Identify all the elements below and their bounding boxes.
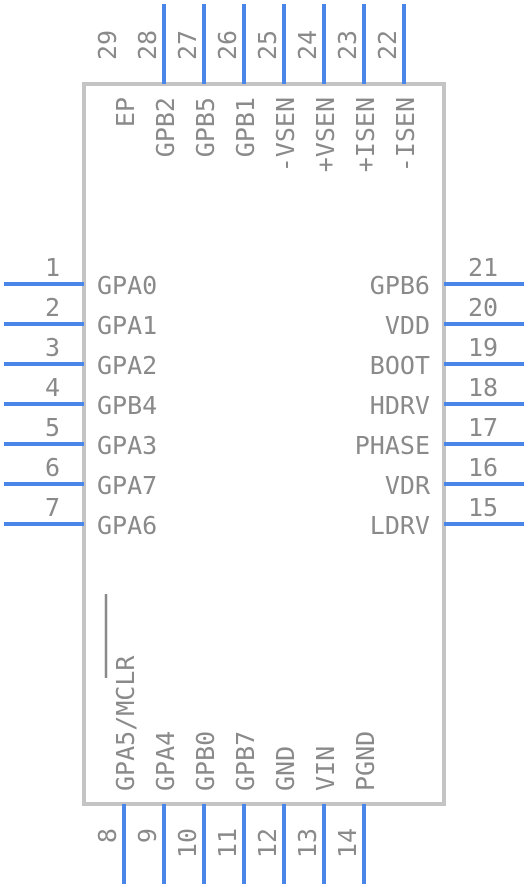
- pin-name-8: GPA5/MCLR: [111, 655, 140, 791]
- pin-name-3: GPA2: [97, 351, 157, 380]
- pin-name-13: VIN: [311, 746, 340, 791]
- pin-name-16: VDR: [385, 471, 431, 500]
- pin-name-27: GPB5: [191, 97, 220, 157]
- pin-number-25: 25: [253, 30, 282, 60]
- pin-number-26: 26: [213, 30, 242, 60]
- pin-name-26: GPB1: [231, 97, 260, 157]
- pin-number-14: 14: [333, 828, 362, 858]
- pin-name-12: GND: [271, 746, 300, 791]
- pin-name-14: PGND: [351, 731, 380, 791]
- pin-number-10: 10: [173, 828, 202, 858]
- pin-number-11: 11: [213, 828, 242, 858]
- pin-number-9: 9: [133, 828, 162, 843]
- pin-number-23: 23: [333, 30, 362, 60]
- pin-name-21: GPB6: [370, 271, 430, 300]
- pin-name-4: GPB4: [97, 391, 157, 420]
- pin-number-19: 19: [468, 333, 498, 362]
- pin-name-19: BOOT: [370, 351, 430, 380]
- pin-name-11: GPB7: [231, 731, 260, 791]
- pin-number-29: 29: [93, 30, 122, 60]
- pin-number-20: 20: [468, 293, 498, 322]
- pin-number-2: 2: [45, 293, 60, 322]
- pin-number-4: 4: [45, 373, 60, 402]
- pin-number-21: 21: [468, 253, 498, 282]
- pin-number-6: 6: [45, 453, 60, 482]
- pin-name-15: LDRV: [370, 511, 430, 540]
- pin-name-2: GPA1: [97, 311, 157, 340]
- pin-name-24: +VSEN: [311, 97, 340, 172]
- pin-number-22: 22: [373, 30, 402, 60]
- pin-name-17: PHASE: [355, 431, 430, 460]
- pin-name-22: -ISEN: [391, 97, 420, 172]
- pin-number-17: 17: [468, 413, 498, 442]
- pin-name-28: GPB2: [151, 97, 180, 157]
- pins-layer: 1GPA02GPA13GPA24GPB45GPA36GPA77GPA621GPB…: [4, 4, 524, 884]
- pin-number-18: 18: [468, 373, 498, 402]
- pin-name-6: GPA7: [97, 471, 157, 500]
- ic-body: [82, 82, 446, 806]
- pin-name-5: GPA3: [97, 431, 157, 460]
- pin-name-1: GPA0: [97, 271, 157, 300]
- pin-name-25: -VSEN: [271, 97, 300, 172]
- pin-number-12: 12: [253, 828, 282, 858]
- pin-number-7: 7: [45, 493, 60, 522]
- pin-name-20: VDD: [385, 311, 430, 340]
- pin-number-27: 27: [173, 30, 202, 60]
- pin-name-23: +ISEN: [351, 97, 380, 172]
- pin-name-29: EP: [111, 97, 140, 127]
- pin-number-15: 15: [468, 493, 498, 522]
- pin-name-9: GPA4: [151, 731, 180, 791]
- pin-name-18: HDRV: [370, 391, 430, 420]
- pin-number-24: 24: [293, 30, 322, 60]
- pin-number-3: 3: [45, 333, 60, 362]
- pin-number-8: 8: [93, 828, 122, 843]
- pin-number-1: 1: [45, 253, 60, 282]
- pin-name-10: GPB0: [191, 731, 220, 791]
- pin-name-7: GPA6: [97, 511, 157, 540]
- pin-number-16: 16: [468, 453, 498, 482]
- pin-number-5: 5: [45, 413, 60, 442]
- pin-number-13: 13: [293, 828, 322, 858]
- pin-number-28: 28: [133, 30, 162, 60]
